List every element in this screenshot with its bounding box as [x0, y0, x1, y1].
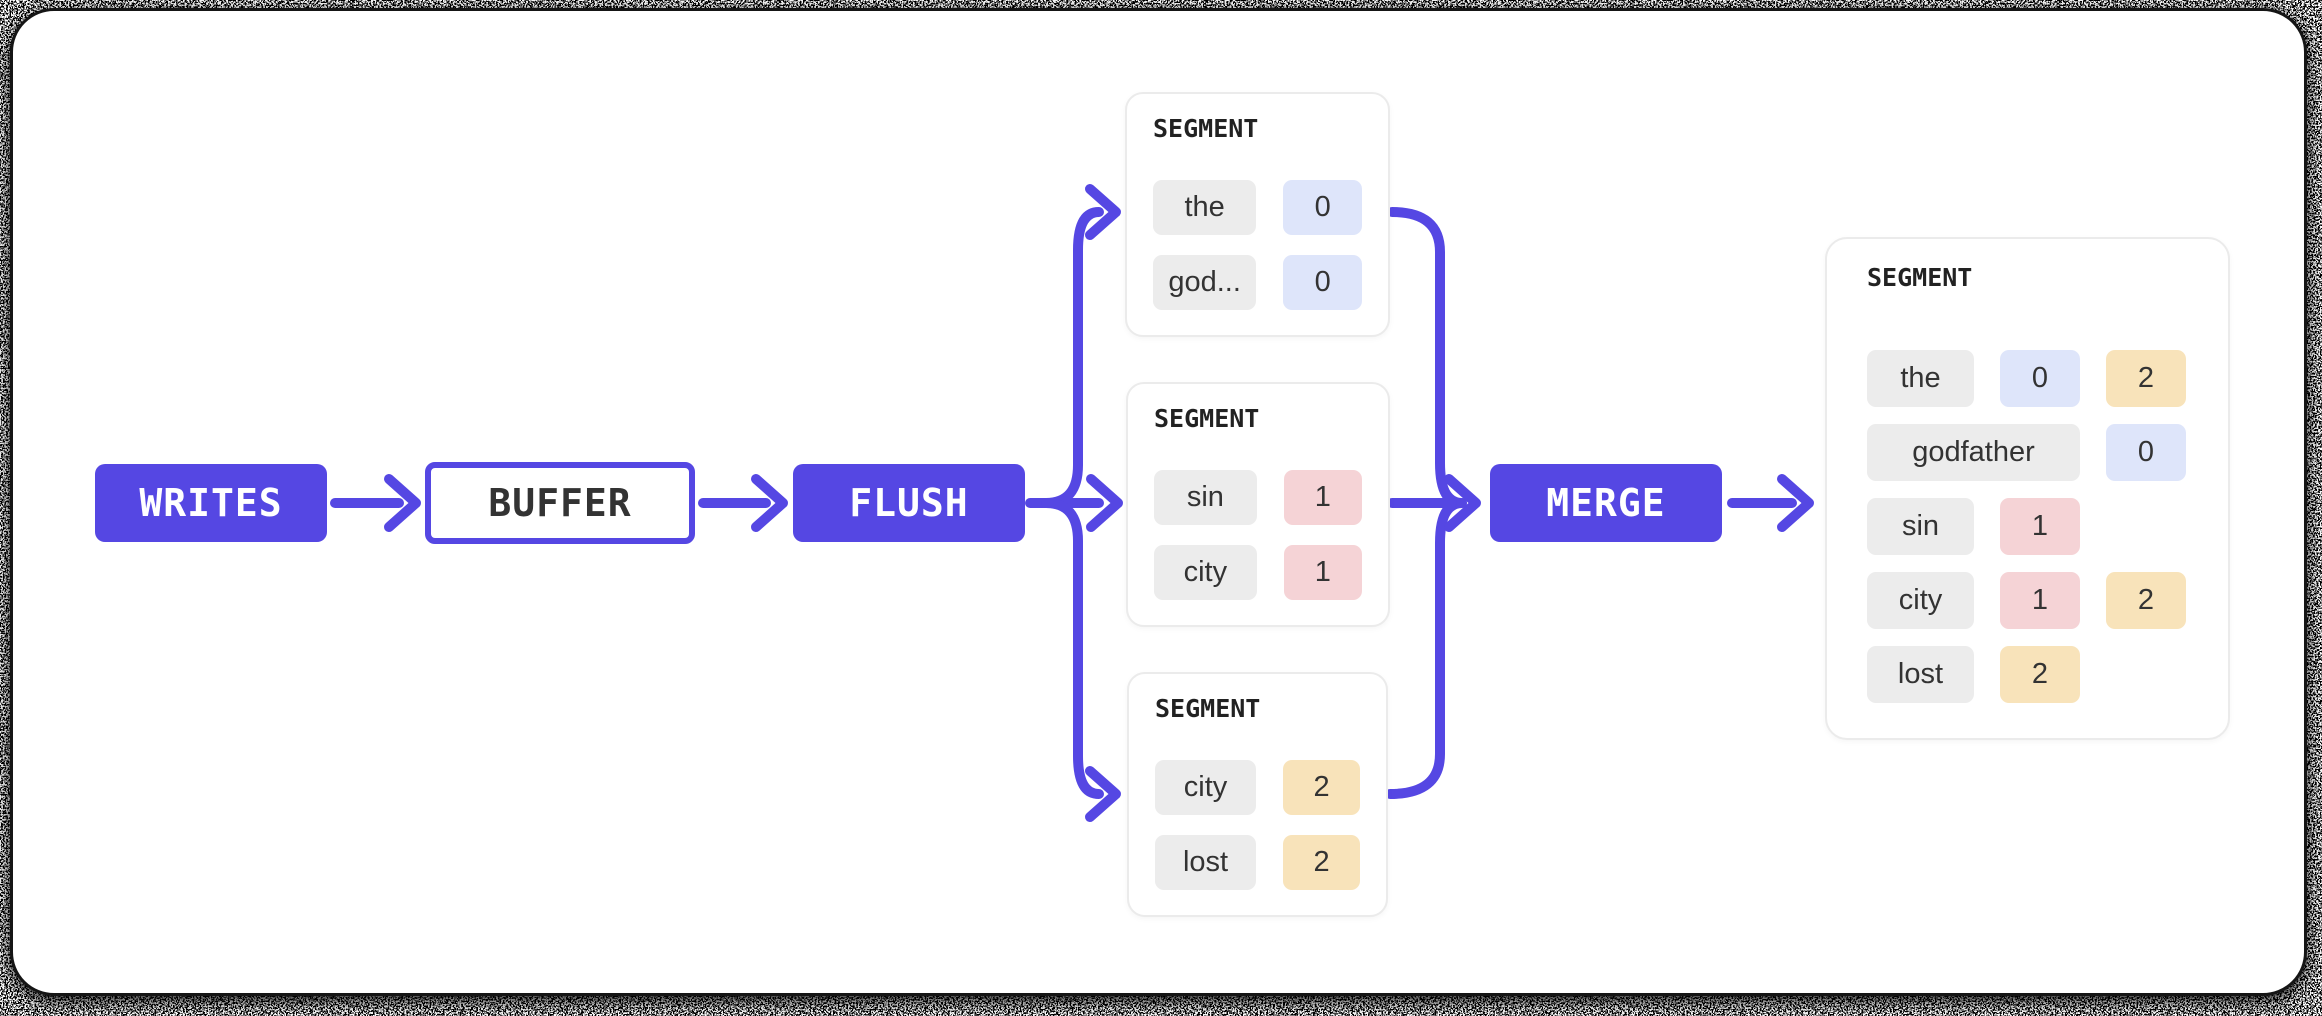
term-pill: lost [1867, 646, 1974, 703]
posting-pill: 0 [1283, 255, 1362, 310]
segment-rows: city 2 lost 2 [1155, 760, 1360, 890]
term-pill: sin [1154, 470, 1257, 525]
node-writes: WRITES [95, 464, 327, 542]
posting-pill: 1 [2000, 572, 2080, 629]
posting-pill: 2 [1283, 835, 1360, 890]
posting-pill: 0 [2000, 350, 2080, 407]
segment-row: city 1 [1154, 545, 1362, 600]
term-pill: the [1867, 350, 1974, 407]
segment-row: the 0 [1153, 180, 1362, 235]
segment-title: SEGMENT [1867, 263, 1973, 292]
segment-card-2: SEGMENT city 2 lost 2 [1127, 672, 1388, 917]
posting-pill: 2 [2106, 572, 2186, 629]
term-pill: god... [1153, 255, 1257, 310]
posting-pill: 1 [2000, 498, 2080, 555]
posting-pill: 0 [1283, 180, 1362, 235]
term-pill: godfather [1867, 424, 2080, 481]
posting-pill: 1 [1283, 545, 1362, 600]
term-pill: city [1867, 572, 1974, 629]
posting-pill: 2 [2106, 350, 2186, 407]
merged-segment-rows: the 0 2 godfather 0 sin 1 city 1 2 lost … [1867, 350, 2188, 703]
term-pill: lost [1155, 835, 1257, 890]
segment-row: god... 0 [1153, 255, 1362, 310]
term-pill: sin [1867, 498, 1974, 555]
segment-title: SEGMENT [1154, 404, 1260, 433]
posting-pill: 2 [2000, 646, 2080, 703]
segment-card-0: SEGMENT the 0 god... 0 [1125, 92, 1390, 337]
node-buffer: BUFFER [425, 462, 695, 544]
segment-row: sin 1 [1154, 470, 1362, 525]
segment-title: SEGMENT [1155, 694, 1261, 723]
segment-title: SEGMENT [1153, 114, 1259, 143]
segment-row: city 2 [1155, 760, 1360, 815]
segment-rows: sin 1 city 1 [1154, 470, 1362, 600]
term-pill: the [1153, 180, 1257, 235]
node-flush: FLUSH [793, 464, 1025, 542]
term-pill: city [1155, 760, 1257, 815]
segment-row: lost 2 [1155, 835, 1360, 890]
term-pill: city [1154, 545, 1257, 600]
merged-segment-card: SEGMENT the 0 2 godfather 0 sin 1 city 1… [1825, 237, 2230, 740]
posting-pill: 0 [2106, 424, 2186, 481]
segment-rows: the 0 god... 0 [1153, 180, 1362, 310]
node-merge: MERGE [1490, 464, 1722, 542]
posting-pill: 2 [1283, 760, 1360, 815]
posting-pill: 1 [1283, 470, 1362, 525]
segment-card-1: SEGMENT sin 1 city 1 [1126, 382, 1390, 627]
